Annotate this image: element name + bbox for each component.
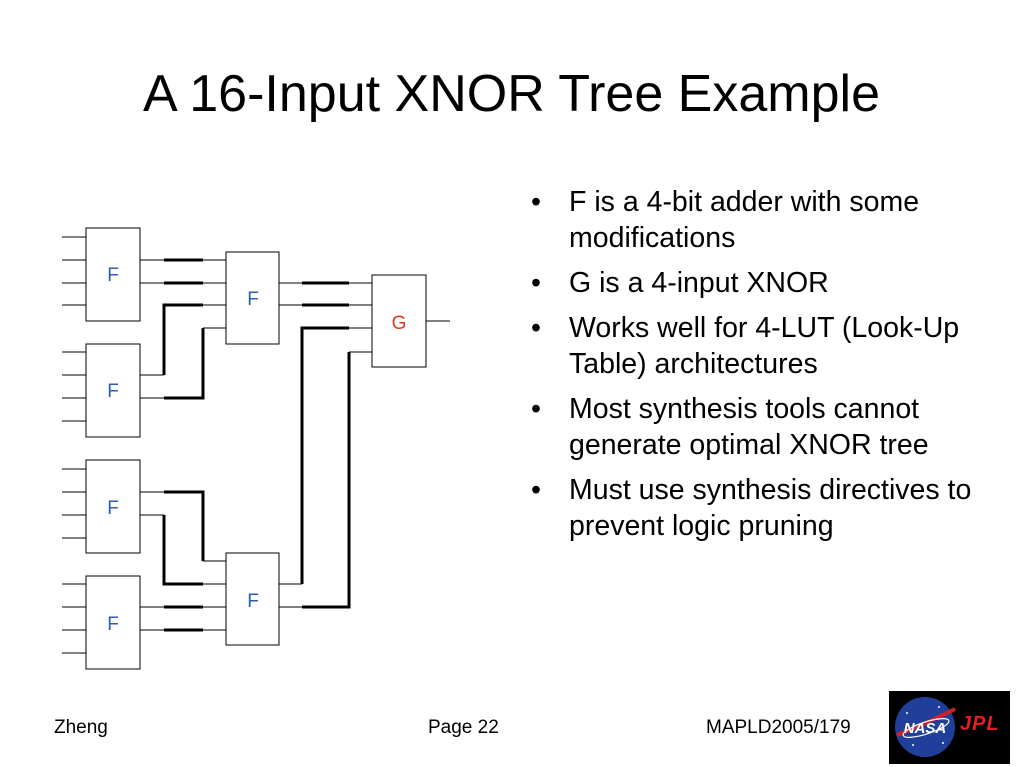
bullet-item: • F is a 4-bit adder with some modificat…: [531, 184, 1001, 256]
bullet-item: • Works well for 4-LUT (Look-Up Table) a…: [531, 310, 1001, 382]
block-label: F: [107, 381, 119, 402]
footer-author: Zheng: [54, 717, 108, 738]
bullet-marker: •: [531, 267, 541, 299]
block-f-6: F: [203, 552, 302, 646]
bullet-marker: •: [531, 312, 541, 344]
block-g: G: [349, 274, 450, 368]
block-label: F: [107, 498, 119, 519]
block-label: G: [392, 313, 407, 334]
level1-output-pins: [140, 259, 164, 631]
footer-page-number: Page 22: [428, 717, 499, 738]
bullet-text: Must use synthesis directives to prevent…: [569, 474, 972, 542]
bullet-text: G is a 4-input XNOR: [569, 267, 829, 299]
nasa-meatball-icon: NASA: [895, 697, 956, 757]
block-f-3: F: [62, 459, 141, 554]
bullet-marker: •: [531, 186, 541, 218]
block-label: F: [247, 591, 259, 612]
interconnect-wires: [162, 258, 351, 632]
nasa-wordmark: NASA: [904, 720, 947, 737]
block-f-1: F: [62, 227, 141, 322]
bullet-text: Works well for 4-LUT (Look-Up Table) arc…: [569, 312, 960, 380]
block-label: F: [247, 289, 259, 310]
jpl-wordmark: JPL: [960, 713, 1000, 735]
bullet-item: • Most synthesis tools cannot generate o…: [531, 391, 1001, 463]
footer-conference: MAPLD2005/179: [706, 717, 851, 738]
bullet-marker: •: [531, 393, 541, 425]
slide-title: A 16-Input XNOR Tree Example: [142, 65, 880, 123]
block-f-4: F: [62, 575, 141, 670]
bullet-item: • G is a 4-input XNOR: [531, 265, 1001, 301]
block-f-5: F: [203, 251, 302, 345]
block-label: F: [107, 614, 119, 635]
xnor-tree-diagram: F F F F: [62, 227, 450, 670]
bullet-text: Most synthesis tools cannot generate opt…: [569, 393, 929, 461]
block-label: F: [107, 265, 119, 286]
bullet-marker: •: [531, 474, 541, 506]
bullet-text: F is a 4-bit adder with some modificatio…: [569, 186, 920, 254]
nasa-jpl-logo: NASA JPL: [889, 691, 1010, 764]
bullet-list: • F is a 4-bit adder with some modificat…: [531, 184, 1001, 553]
block-f-2: F: [62, 343, 141, 438]
bullet-item: • Must use synthesis directives to preve…: [531, 472, 1001, 544]
